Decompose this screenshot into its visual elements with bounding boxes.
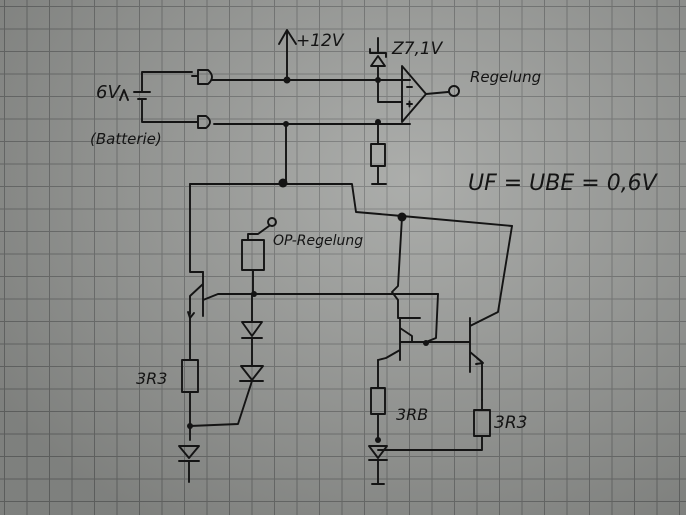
left-resistor: [181, 315, 199, 441]
regelung-label: Regelung: [470, 68, 541, 86]
right-resistor-label: 3R3: [494, 413, 527, 433]
right-upper-wiring: [391, 216, 513, 343]
upper-rail: [211, 76, 411, 84]
supply-label: +12V: [296, 31, 345, 51]
op-regelung-branch: [241, 217, 277, 297]
supply-arrow: [278, 29, 297, 83]
battery-voltage-label: 6V: [96, 82, 121, 103]
formula-label: UF = UBE = 0,6V: [468, 171, 659, 196]
zener-diode: [369, 37, 387, 81]
battery-note-label: (Batterie): [90, 130, 162, 148]
connector-lower: [191, 115, 211, 129]
main-distribution: [189, 123, 513, 273]
right-transistor: [425, 317, 484, 401]
right-resistor: [377, 399, 491, 451]
connector-upper: [191, 69, 213, 85]
middle-resistor-label: 3RB: [396, 405, 428, 424]
op-amp: [377, 65, 460, 123]
bottom-middle-diode: [368, 445, 388, 485]
middle-resistor: [370, 359, 386, 443]
op-regelung-label: OP-Regelung: [273, 233, 363, 249]
middle-transistor: [377, 317, 429, 361]
left-resistor-label: 3R3: [136, 369, 167, 388]
left-transistor: [187, 271, 439, 319]
zener-label: Z7,1V: [391, 39, 444, 59]
bottom-left-diode: [178, 445, 200, 483]
left-diodes: [189, 293, 264, 427]
sense-resistor: [370, 123, 387, 185]
battery-symbol: [119, 71, 193, 123]
lower-rail: [213, 119, 411, 127]
